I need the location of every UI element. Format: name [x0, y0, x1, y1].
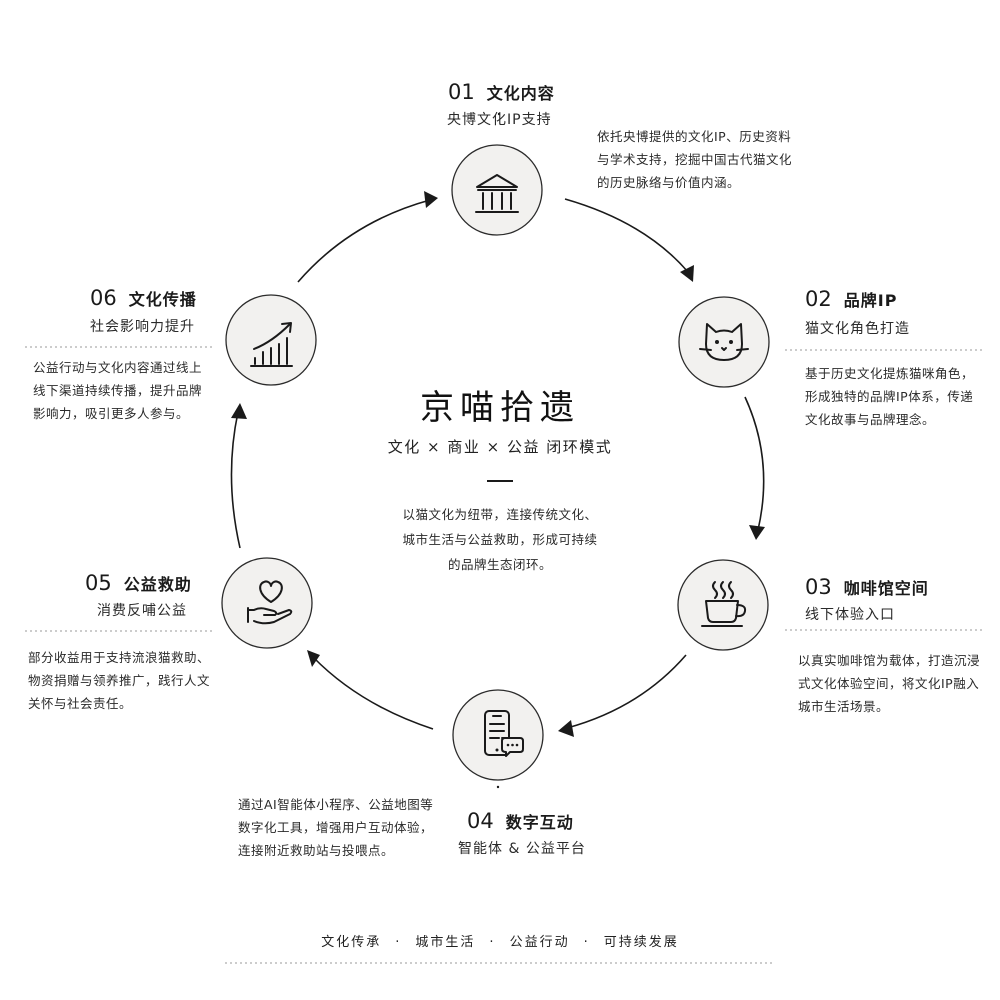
dashed-dividers: [25, 112, 985, 964]
footer-separator: ·: [583, 935, 590, 950]
arrowhead-04: [558, 720, 574, 737]
desc-line: 公益行动与文化内容通过线上: [33, 360, 203, 375]
stage-01-number: 01: [448, 80, 475, 104]
center-divider: [487, 480, 513, 482]
stage-05-name: 公益救助: [123, 575, 192, 594]
node-06: [225, 294, 317, 386]
stage-04-number: 04: [467, 809, 494, 833]
center-desc-line: 的品牌生态闭环。: [447, 557, 552, 572]
stage-04-title: 04 数字互动: [467, 809, 574, 833]
desc-line: 城市生活场景。: [798, 699, 890, 714]
node-01: [451, 144, 543, 236]
desc-line: 通过AI智能体小程序、公益地图等: [238, 797, 434, 812]
stage-06-title: 06 文化传播: [90, 286, 197, 310]
stage-05-number: 05: [85, 571, 112, 595]
arrow-04-to-05: [312, 656, 434, 730]
dot-04: [496, 785, 500, 789]
smartphone-chat-icon: [484, 710, 524, 757]
node-05-circle: [221, 557, 313, 649]
growth-chart-icon: [250, 322, 293, 367]
arrow-02-to-03: [744, 396, 765, 531]
stage-02-name: 品牌IP: [843, 291, 898, 310]
center-subtitle: 文化 × 商业 × 公益 闭环模式: [387, 438, 613, 456]
stage-03-number: 03: [805, 575, 832, 599]
stage-01-title: 01 文化内容: [448, 80, 555, 104]
stage-03-description: 以真实咖啡馆为载体，打造沉浸 式文化体验空间，将文化IP融入 城市生活场景。: [798, 649, 993, 718]
desc-line: 形成独特的品牌IP体系，传递: [805, 389, 974, 404]
footer-separator: ·: [489, 935, 496, 950]
node-04: [452, 689, 544, 781]
stage-06-number: 06: [90, 286, 117, 310]
arrowhead-05: [307, 650, 320, 667]
stage-01-name: 文化内容: [486, 84, 555, 103]
center-title: 京喵拾遗: [420, 388, 580, 428]
node-05: [221, 557, 313, 649]
stage-03-name: 咖啡馆空间: [843, 579, 929, 598]
stage-05-description: 部分收益用于支持流浪猫救助、 物资捐赠与领养推广，践行人文 关怀与社会责任。: [28, 646, 218, 715]
desc-line: 文化故事与品牌理念。: [805, 412, 936, 427]
arrow-03-to-04: [566, 654, 687, 729]
stage-02-title: 02 品牌IP: [805, 287, 897, 311]
stage-05-title: 05 公益救助: [85, 571, 192, 595]
desc-line: 连接附近救助站与投喂点。: [238, 843, 395, 858]
coffee-cup-icon: [701, 581, 747, 627]
stage-06-description: 公益行动与文化内容通过线上 线下渠道持续传播，提升品牌 影响力，吸引更多人参与。: [33, 356, 218, 425]
arrow-05-to-06: [230, 411, 241, 549]
desc-line: 部分收益用于支持流浪猫救助、: [28, 650, 211, 665]
stage-04-description: 通过AI智能体小程序、公益地图等 数字化工具，增强用户互动体验， 连接附近救助站…: [238, 793, 443, 862]
footer-item: 公益行动: [509, 935, 570, 950]
desc-line: 数字化工具，增强用户互动体验，: [238, 820, 434, 835]
center-description: 以猫文化为纽带，连接传统文化、 城市生活与公益救助，形成可持续 的品牌生态闭环。: [360, 502, 640, 577]
desc-line: 以真实咖啡馆为载体，打造沉浸: [798, 653, 981, 668]
desc-line: 依托央博提供的文化IP、历史资料: [597, 129, 792, 144]
arrowhead-06: [231, 403, 247, 419]
stage-01-description: 依托央博提供的文化IP、历史资料 与学术支持，挖掘中国古代猫文化 的历史脉络与价…: [597, 125, 827, 194]
node-03: [677, 559, 769, 651]
stage-02-description: 基于历史文化提炼猫咪角色， 形成独特的品牌IP体系，传递 文化故事与品牌理念。: [805, 362, 995, 431]
dot-01: [497, 112, 501, 116]
arrowhead-01: [424, 191, 438, 208]
stage-02-subtitle: 猫文化角色打造: [805, 321, 910, 337]
footer-item: 可持续发展: [603, 935, 679, 950]
stage-02-number: 02: [805, 287, 832, 311]
desc-line: 线下渠道持续传播，提升品牌: [33, 383, 203, 398]
stage-06-subtitle: 社会影响力提升: [90, 319, 195, 335]
desc-line: 物资捐赠与领养推广，践行人文: [28, 673, 211, 688]
footer-item: 文化传承: [321, 935, 382, 950]
arrow-06-to-01: [297, 199, 431, 283]
desc-line: 基于历史文化提炼猫咪角色，: [805, 366, 975, 381]
cat-face-icon: [699, 323, 749, 361]
stage-03-title: 03 咖啡馆空间: [805, 575, 929, 599]
center-desc-line: 城市生活与公益救助，形成可持续: [402, 532, 598, 547]
cycle-arrows: [230, 191, 765, 737]
desc-line: 式文化体验空间，将文化IP融入: [798, 676, 980, 691]
footer-separator: ·: [395, 935, 402, 950]
arrow-01-to-02: [564, 198, 689, 273]
arrowhead-02: [680, 265, 694, 282]
node-03-circle: [677, 559, 769, 651]
stage-06-name: 文化传播: [128, 290, 197, 309]
stage-05-subtitle: 消费反哺公益: [97, 603, 187, 619]
footer-item: 城市生活: [415, 935, 476, 950]
desc-line: 影响力，吸引更多人参与。: [33, 406, 190, 421]
stage-03-subtitle: 线下体验入口: [805, 607, 895, 623]
desc-line: 关怀与社会责任。: [28, 696, 133, 711]
desc-line: 的历史脉络与价值内涵。: [597, 175, 741, 190]
arrowhead-03: [749, 525, 765, 540]
node-04-circle: [452, 689, 544, 781]
node-02: [678, 296, 770, 388]
center-desc-line: 以猫文化为纽带，连接传统文化、: [402, 507, 598, 522]
heart-hand-icon: [247, 580, 293, 625]
stage-04-name: 数字互动: [505, 813, 574, 832]
node-02-circle: [678, 296, 770, 388]
footer-tagline: 文化传承 · 城市生活 · 公益行动 · 可持续发展: [250, 931, 750, 950]
desc-line: 与学术支持，挖掘中国古代猫文化: [597, 152, 793, 167]
stage-04-subtitle: 智能体 & 公益平台: [458, 841, 586, 857]
stage-01-subtitle: 央博文化IP支持: [447, 112, 552, 128]
museum-icon: [475, 174, 519, 213]
